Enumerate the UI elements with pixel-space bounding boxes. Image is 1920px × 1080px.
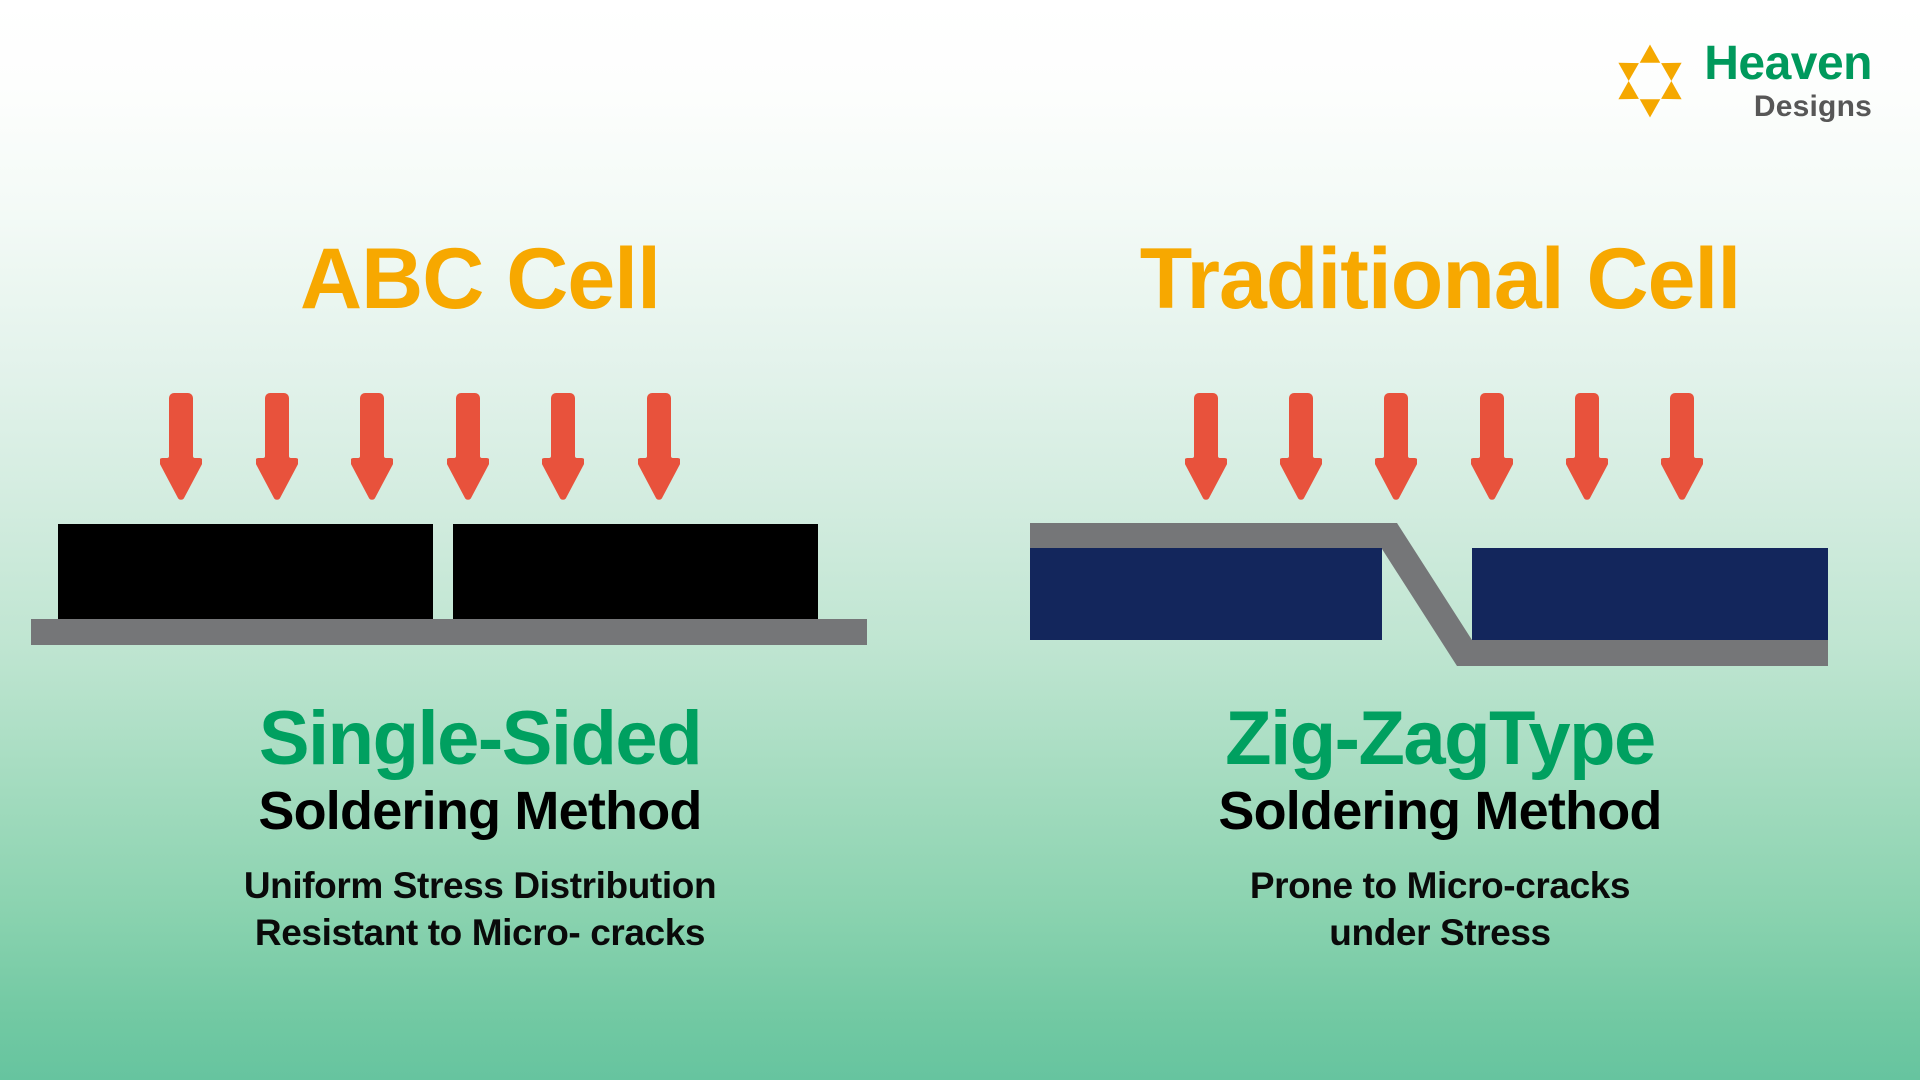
stress-arrows-abc-cell [160,393,680,501]
down-arrow-icon [1565,393,1608,500]
down-arrow-icon [542,393,585,500]
caption-traditional-cell: Zig-ZagType Soldering Method Prone to Mi… [960,700,1920,957]
panel-title-traditional-cell: Traditional Cell [1139,231,1741,327]
diagram-single-sided-soldering [0,500,960,660]
cell-segment-left [58,524,433,619]
stress-arrows-traditional-cell [1185,393,1703,501]
caption-head-traditional-cell: Zig-ZagType [1225,696,1656,781]
brand-wordmark: Heaven Designs [1704,40,1872,122]
caption-abc-cell: Single-Sided Soldering Method Uniform St… [0,700,960,957]
brand-name-secondary: Designs [1753,90,1872,123]
caption-sub-abc-cell: Soldering Method [258,780,702,841]
cell-segment-right [1472,548,1828,640]
detail-line: under Stress [1329,912,1551,954]
down-arrow-icon [160,393,202,500]
down-arrow-icon [1470,393,1513,500]
diagram-zig-zag-soldering [960,500,1920,680]
caption-details-traditional-cell: Prone to Micro-cracks under Stress [960,862,1920,957]
caption-head-abc-cell: Single-Sided [258,696,703,781]
detail-line: Resistant to Micro- cracks [254,912,706,954]
detail-line: Uniform Stress Distribution [243,864,717,906]
interconnect-ribbon-zigzag [1030,523,1828,666]
down-arrow-icon [637,393,680,500]
cell-segment-left [1030,548,1382,640]
brand-name-primary: Heaven [1704,37,1872,90]
down-arrow-icon [1660,393,1703,500]
panel-traditional-cell: Traditional Cell Zig-ZagType Soldering M… [960,0,1920,1080]
down-arrow-icon [351,393,394,500]
caption-details-abc-cell: Uniform Stress Distribution Resistant to… [0,862,960,957]
down-arrow-icon [446,393,489,500]
brand-logo: Heaven Designs [1612,40,1872,122]
down-arrow-icon [255,393,298,500]
cell-segment-right [453,524,818,619]
panel-abc-cell: ABC Cell Single-Sided Soldering Method U… [0,231,960,957]
interconnect-ribbon [31,619,867,645]
sun-star-icon [1612,43,1688,119]
panel-title-abc-cell: ABC Cell [300,231,661,327]
down-arrow-icon [1185,393,1227,500]
detail-line: Prone to Micro-cracks [1249,864,1631,906]
caption-sub-traditional-cell: Soldering Method [1218,780,1662,841]
down-arrow-icon [1280,393,1323,500]
down-arrow-icon [1375,393,1418,500]
